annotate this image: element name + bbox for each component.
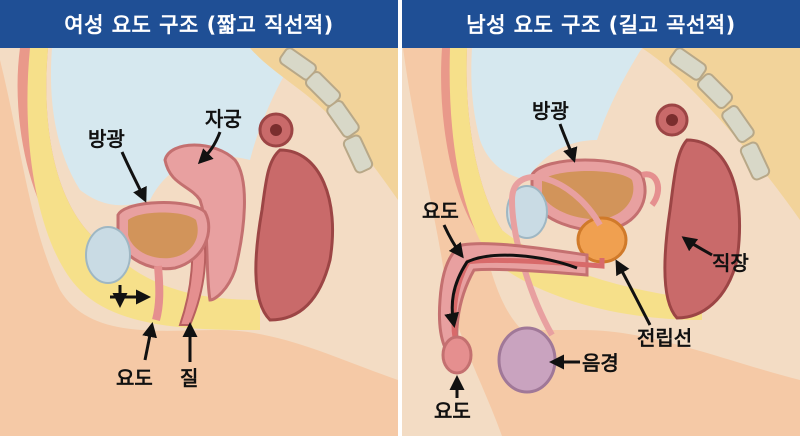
male-rectum bbox=[663, 138, 742, 320]
male-arrow-rectum bbox=[681, 236, 713, 257]
male-glans bbox=[441, 335, 473, 375]
male-vertebrae bbox=[669, 47, 771, 181]
male-vas-deferens bbox=[508, 174, 603, 337]
female-anatomy-illustration: 방광 자궁 요도 질 bbox=[0, 47, 398, 436]
female-panel: 여성 요도 구조 (짧고 직선적) bbox=[0, 0, 398, 436]
male-bladder-interior bbox=[542, 171, 634, 220]
female-arrow-urethra bbox=[142, 322, 158, 361]
male-seminal-vesicle bbox=[641, 171, 662, 207]
male-body-outline bbox=[402, 40, 800, 436]
female-label-uterus: 자궁 bbox=[205, 107, 242, 131]
male-title: 남성 요도 구조 (길고 곡선적) bbox=[402, 0, 800, 48]
panel-divider bbox=[398, 0, 402, 436]
male-arrow-prostate bbox=[615, 259, 652, 326]
female-label-bladder: 방광 bbox=[88, 127, 125, 151]
female-bladder-interior bbox=[128, 212, 198, 259]
male-abdominal-cavity bbox=[471, 48, 642, 180]
male-label-rectum: 직장 bbox=[712, 251, 749, 275]
male-arrow-urethra-upper bbox=[442, 224, 464, 259]
female-spine bbox=[250, 48, 398, 200]
female-arrow-bladder bbox=[120, 151, 147, 203]
female-urethra bbox=[152, 265, 164, 322]
male-label-prostate: 전립선 bbox=[637, 326, 692, 350]
female-uterus bbox=[163, 143, 246, 302]
male-colon-lumen bbox=[666, 114, 678, 126]
female-body-outline bbox=[0, 60, 398, 436]
female-label-vagina: 질 bbox=[180, 366, 198, 390]
male-panel: 남성 요도 구조 (길고 곡선적) bbox=[402, 0, 800, 436]
female-label-urethra: 요도 bbox=[116, 366, 153, 390]
male-testis bbox=[497, 326, 557, 394]
male-urethra-flow-arrow bbox=[444, 253, 578, 328]
male-spine bbox=[642, 48, 800, 220]
female-colon-lumen bbox=[270, 124, 282, 136]
female-vertebrae bbox=[279, 47, 374, 174]
female-rectum bbox=[254, 148, 335, 322]
female-abdominal-cavity bbox=[50, 48, 301, 206]
male-label-urethra-lower: 요도 bbox=[434, 399, 471, 423]
female-pubic-bone bbox=[85, 226, 131, 284]
male-label-bladder: 방광 bbox=[532, 99, 569, 123]
male-arrow-bladder bbox=[558, 123, 578, 163]
male-label-testis: 음경 bbox=[582, 351, 619, 375]
male-anatomy-illustration: 방광 요도 직장 전립선 음경 요도 bbox=[402, 40, 800, 436]
male-label-urethra-upper: 요도 bbox=[422, 199, 459, 223]
female-arrow-uterus bbox=[197, 131, 222, 165]
female-title: 여성 요도 구조 (짧고 직선적) bbox=[0, 0, 398, 48]
